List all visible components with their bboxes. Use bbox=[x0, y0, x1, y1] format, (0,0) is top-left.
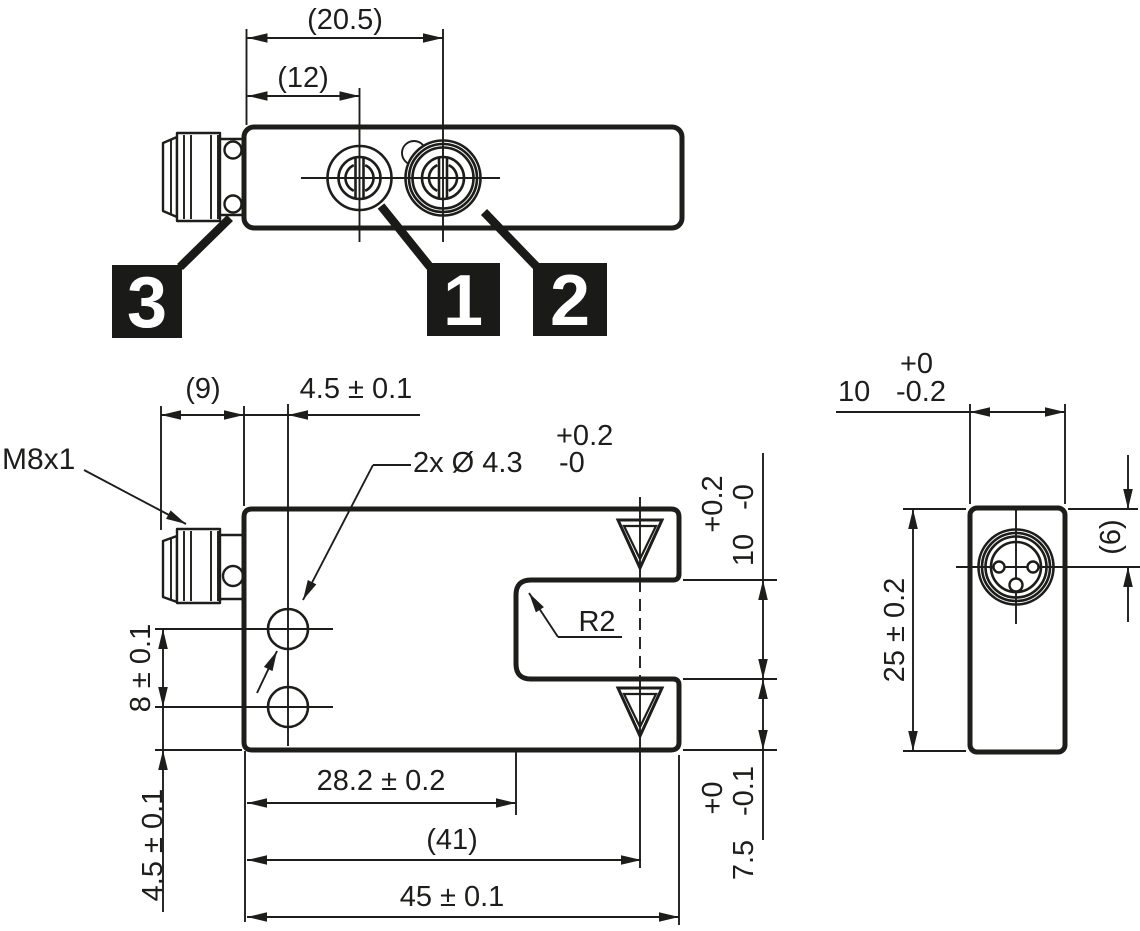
callout-2: 2 bbox=[480, 209, 607, 341]
m8-connector-front bbox=[161, 527, 246, 605]
m8-connector-top bbox=[161, 131, 246, 223]
dim-bottom-stack: 28.2 ± 0.2 (41) 45 ± 0.1 bbox=[244, 748, 680, 925]
locating-lug-top bbox=[223, 140, 243, 160]
connector-offset-label: (6) bbox=[1095, 519, 1127, 554]
callout-1-number: 1 bbox=[443, 261, 483, 341]
adjuster-screw bbox=[326, 144, 393, 212]
thread-callout: M8x1 bbox=[2, 443, 187, 525]
arm-thickness-tol-minus: -0.1 bbox=[728, 766, 760, 816]
dim-label: (9) bbox=[185, 373, 220, 405]
hole-spacing-label: 8 ± 0.1 bbox=[125, 624, 157, 712]
indicator-led bbox=[404, 139, 482, 217]
dim-label: (12) bbox=[277, 62, 329, 94]
dim-hole-offset-top: 4.5 ± 0.1 bbox=[288, 373, 412, 420]
dim-hole-spacing: 8 ± 0.1 4.5 ± 0.1 bbox=[125, 624, 169, 912]
dim-slot-width-and-arm: 10 -0 +0.2 7.5 -0.1 +0 bbox=[683, 453, 777, 880]
callout-2-number: 2 bbox=[550, 261, 590, 341]
callout-3: 3 bbox=[112, 214, 233, 343]
m8-connector-face bbox=[977, 528, 1055, 606]
callout-3-box bbox=[112, 265, 182, 338]
housing-front-outline bbox=[241, 506, 682, 753]
slot-width-tol-plus: +0.2 bbox=[697, 475, 729, 532]
depth-value: 10 bbox=[838, 376, 870, 408]
mounting-hole-upper bbox=[266, 607, 310, 651]
side-view: 10 -0.2 +0 (6) 25 ± 0.2 bbox=[836, 348, 1140, 755]
dim-connector-offset: (6) bbox=[1068, 455, 1138, 622]
slot-radius-callout: R2 bbox=[528, 592, 622, 638]
dim-overall-height: 25 ± 0.2 bbox=[879, 508, 966, 752]
thread-label: M8x1 bbox=[2, 443, 75, 476]
overall-height-label: 25 ± 0.2 bbox=[879, 578, 911, 683]
dim-12: (12) bbox=[247, 62, 360, 101]
locating-lug-bottom bbox=[223, 194, 243, 214]
front-view: (9) 4.5 ± 0.1 M8x1 2x Ø 4.3 -0 +0.2 bbox=[2, 373, 777, 925]
dim-depth: 10 -0.2 +0 bbox=[836, 348, 1066, 504]
optical-axis-dim-label: (41) bbox=[426, 824, 478, 856]
hole-bottom-offset-label: 4.5 ± 0.1 bbox=[137, 789, 169, 902]
depth-tol-plus: +0 bbox=[900, 348, 933, 380]
callout-3-number: 3 bbox=[127, 263, 167, 343]
mounting-hole-lower bbox=[266, 685, 310, 729]
dim-label: 4.5 ± 0.1 bbox=[300, 373, 413, 405]
connector-pin bbox=[1008, 577, 1024, 593]
depth-tol-minus: -0.2 bbox=[896, 376, 946, 408]
top-view: (20.5) (12) 3 1 2 bbox=[112, 4, 685, 343]
dim-tol-minus: -0 bbox=[559, 447, 585, 479]
overall-width-label: 45 ± 0.1 bbox=[400, 881, 505, 913]
dim-tol-plus: +0.2 bbox=[556, 420, 613, 452]
dim-label: R2 bbox=[578, 606, 615, 638]
callout-2-box bbox=[533, 263, 607, 336]
slot-depth-label: 28.2 ± 0.2 bbox=[317, 765, 446, 797]
callout-1: 1 bbox=[377, 203, 500, 341]
locating-lug-front bbox=[221, 564, 245, 588]
callout-1-box bbox=[427, 263, 500, 336]
arm-thickness-tol-plus: +0 bbox=[697, 781, 729, 814]
dim-label: (20.5) bbox=[307, 4, 383, 36]
arm-thickness-value: 7.5 bbox=[728, 840, 760, 880]
slot-width-tol-minus: -0 bbox=[728, 484, 760, 510]
slot-width-value: 10 bbox=[728, 534, 760, 566]
dim-label: 2x Ø 4.3 bbox=[413, 447, 523, 479]
housing-side-outline bbox=[967, 505, 1068, 755]
dim-20-5: (20.5) bbox=[245, 4, 443, 125]
hole-diameter-callout: 2x Ø 4.3 -0 +0.2 bbox=[256, 420, 613, 694]
connector-pin bbox=[1026, 560, 1040, 574]
connector-pin bbox=[992, 560, 1006, 574]
